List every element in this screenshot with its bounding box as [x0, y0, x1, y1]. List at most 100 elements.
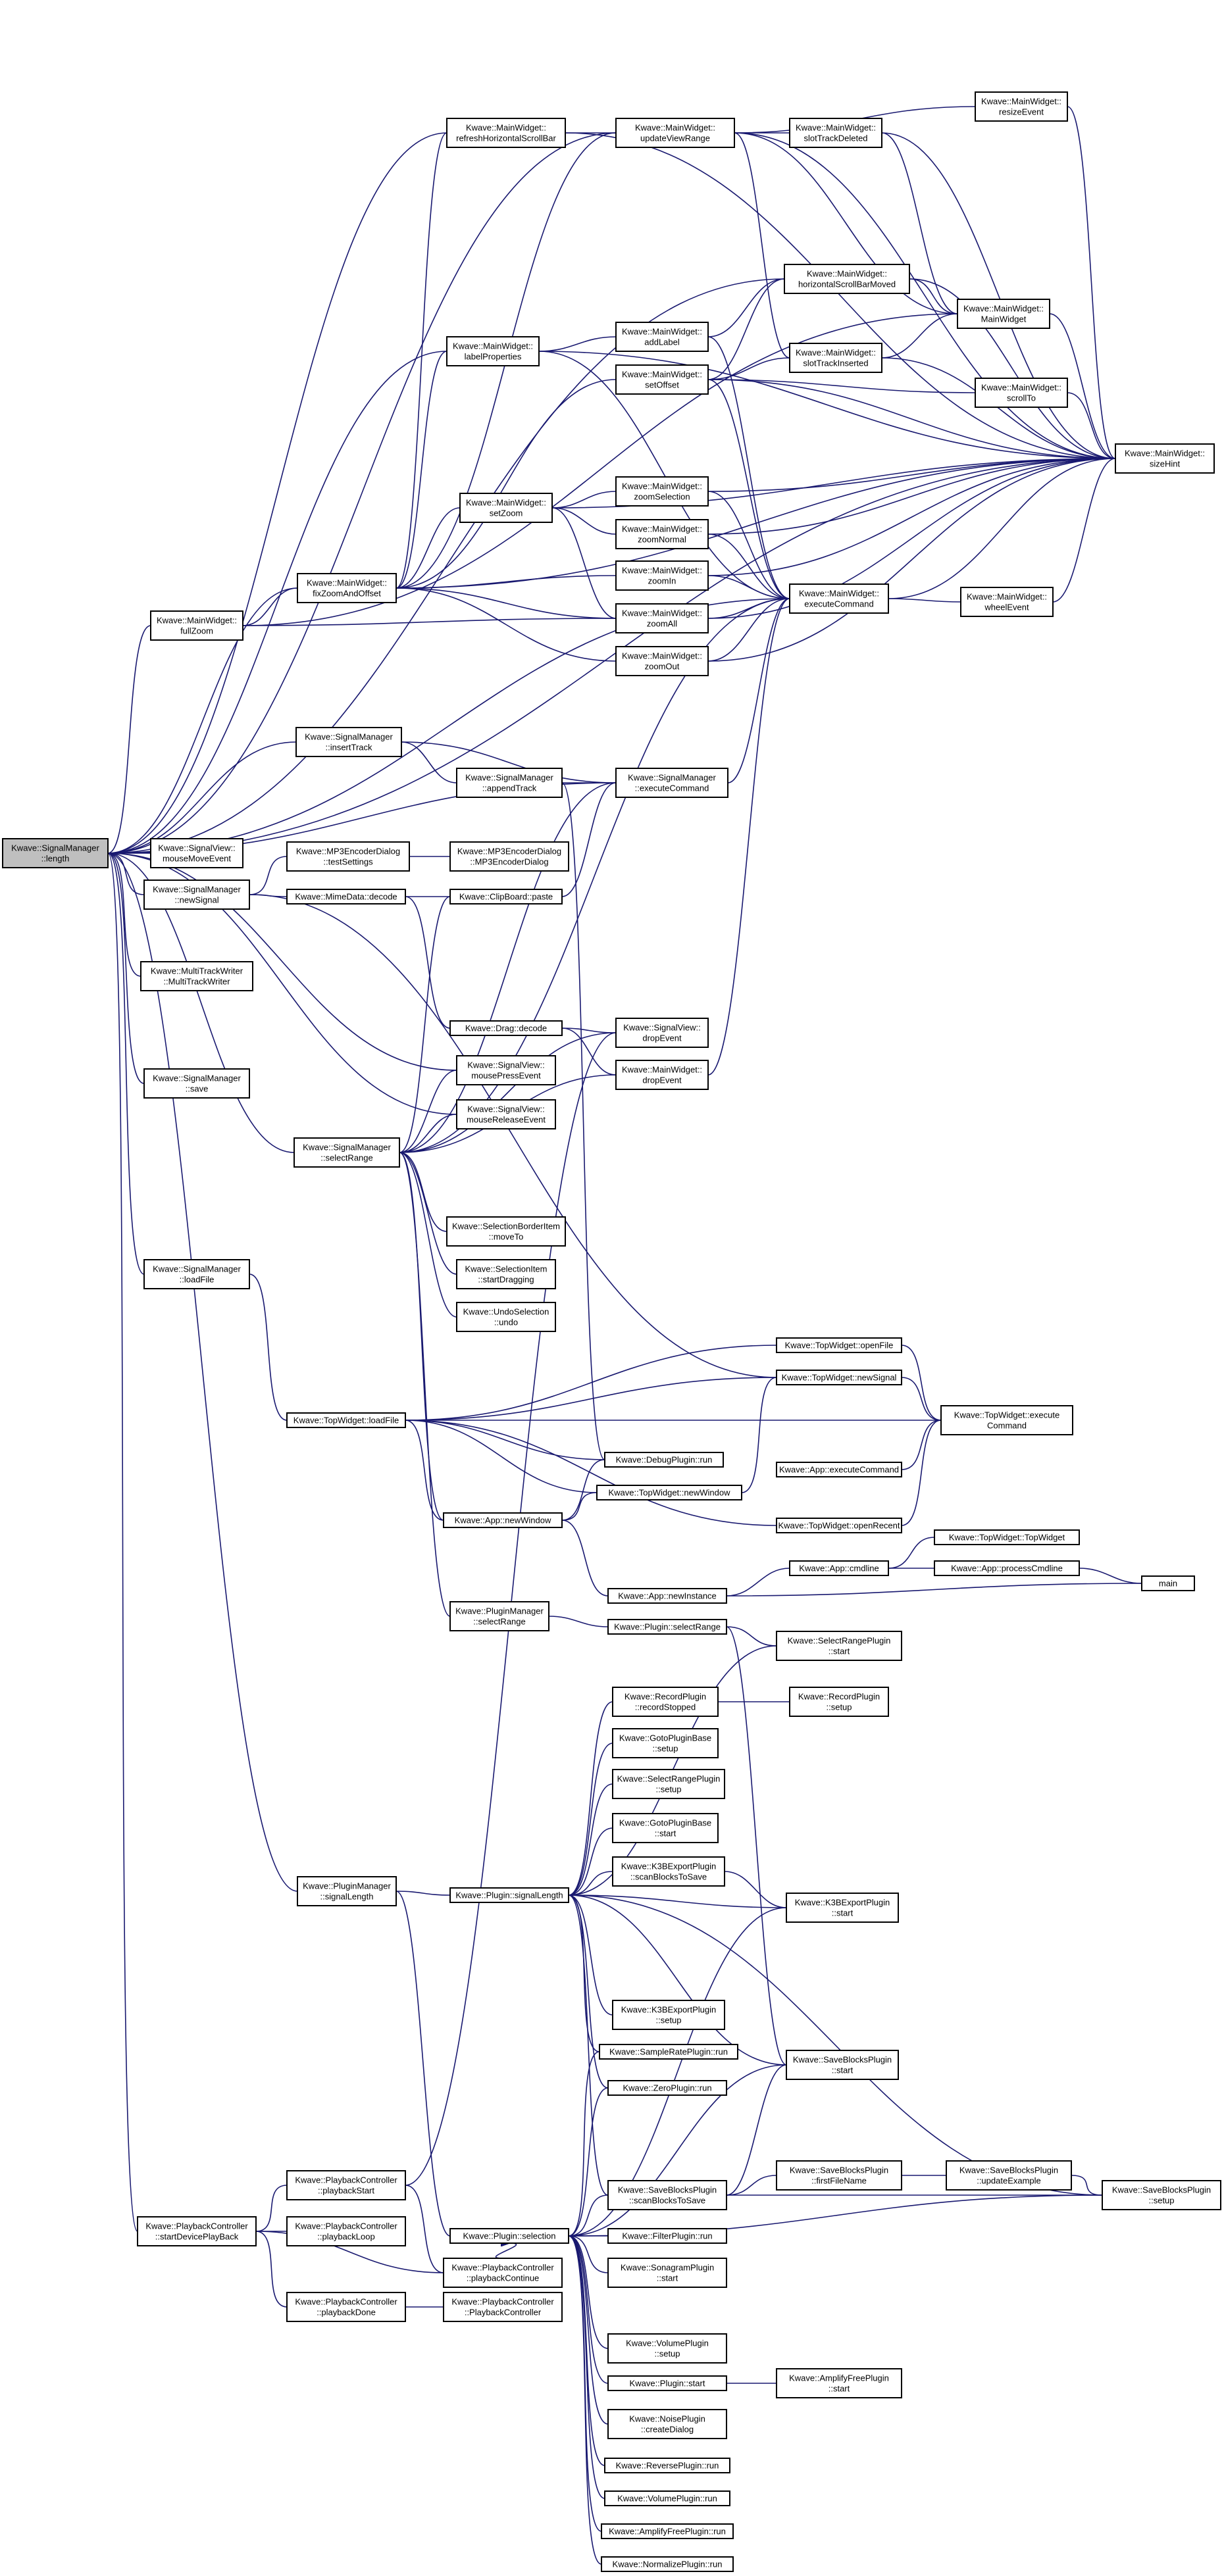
node-zoomIn[interactable]: Kwave::MainWidget::zoomIn [615, 560, 709, 591]
node-debugRun[interactable]: Kwave::DebugPlugin::run [604, 1452, 724, 1468]
node-pmSigLen[interactable]: Kwave::PluginManager::signalLength [297, 1876, 397, 1906]
node-smSave[interactable]: Kwave::SignalManager::save [143, 1068, 250, 1099]
node-recStopped[interactable]: Kwave::RecordPlugin::recordStopped [612, 1687, 719, 1717]
node-fixZoom[interactable]: Kwave::MainWidget::fixZoomAndOffset [297, 573, 397, 603]
node-slotTI[interactable]: Kwave::MainWidget::slotTrackInserted [789, 343, 882, 373]
node-addLabel[interactable]: Kwave::MainWidget::addLabel [615, 322, 709, 352]
node-revRun[interactable]: Kwave::ReversePlugin::run [604, 2458, 730, 2473]
node-mwDrop[interactable]: Kwave::MainWidget::dropEvent [615, 1060, 709, 1090]
node-twCtor[interactable]: Kwave::TopWidget::TopWidget [934, 1529, 1080, 1545]
node-plugSelRange[interactable]: Kwave::Plugin::selectRange [607, 1619, 727, 1635]
node-selectRange[interactable]: Kwave::SignalManager::selectRange [293, 1137, 400, 1168]
node-sbFirstFile[interactable]: Kwave::SaveBlocksPlugin::firstFileName [776, 2160, 902, 2191]
node-svMousePress[interactable]: Kwave::SignalView::mousePressEvent [456, 1055, 556, 1085]
node-zoomNormal[interactable]: Kwave::MainWidget::zoomNormal [615, 519, 709, 549]
edge-plugSelection-to-k3bStart [569, 1907, 787, 2236]
node-plugSelection[interactable]: Kwave::Plugin::selection [449, 2228, 569, 2244]
node-appNewWindow[interactable]: Kwave::App::newWindow [443, 1512, 563, 1528]
node-svMouseRelease[interactable]: Kwave::SignalView::mouseReleaseEvent [456, 1099, 556, 1129]
node-mp3Test[interactable]: Kwave::MP3EncoderDialog::testSettings [286, 841, 410, 872]
node-twExec[interactable]: Kwave::TopWidget::executeCommand [940, 1405, 1073, 1435]
node-twNewSignal[interactable]: Kwave::TopWidget::newSignal [776, 1370, 902, 1385]
node-selItemDrag[interactable]: Kwave::SelectionItem::startDragging [456, 1259, 556, 1289]
node-insertTrack[interactable]: Kwave::SignalManager::insertTrack [295, 727, 402, 757]
node-gotoSetup[interactable]: Kwave::GotoPluginBase::setup [612, 1728, 719, 1758]
node-slotTD[interactable]: Kwave::MainWidget::slotTrackDeleted [789, 118, 882, 148]
node-appProcCmd[interactable]: Kwave::App::processCmdline [934, 1560, 1080, 1576]
node-ampStart[interactable]: Kwave::AmplifyFreePlugin::start [776, 2368, 902, 2398]
node-zoomSel[interactable]: Kwave::MainWidget::zoomSelection [615, 476, 709, 507]
node-resizeEv[interactable]: Kwave::MainWidget::resizeEvent [975, 91, 1068, 122]
node-selRangeStart[interactable]: Kwave::SelectRangePlugin::start [776, 1631, 902, 1661]
node-pmSelRange[interactable]: Kwave::PluginManager::selectRange [449, 1601, 549, 1631]
node-sizeHint[interactable]: Kwave::MainWidget::sizeHint [1115, 443, 1215, 474]
node-smLoadFile[interactable]: Kwave::SignalManager::loadFile [143, 1259, 250, 1289]
node-filterRun[interactable]: Kwave::FilterPlugin::run [607, 2228, 727, 2244]
node-newSignal[interactable]: Kwave::SignalManager::newSignal [143, 879, 250, 910]
node-appendTrack[interactable]: Kwave::SignalManager::appendTrack [456, 768, 563, 798]
node-fullZoom[interactable]: Kwave::MainWidget::fullZoom [150, 610, 243, 641]
node-refreshH[interactable]: Kwave::MainWidget::refreshHorizontalScro… [446, 118, 566, 148]
node-sbSetup[interactable]: Kwave::SaveBlocksPlugin::setup [1102, 2180, 1221, 2210]
node-mainWidget[interactable]: Kwave::MainWidget::MainWidget [957, 299, 1050, 329]
node-svDrop[interactable]: Kwave::SignalView::dropEvent [615, 1018, 709, 1048]
node-ampRun[interactable]: Kwave::AmplifyFreePlugin::run [601, 2523, 734, 2539]
node-execCmdSM[interactable]: Kwave::SignalManager::executeCommand [615, 768, 728, 798]
node-setZoom[interactable]: Kwave::MainWidget::setZoom [459, 493, 553, 523]
node-selRangeSetup[interactable]: Kwave::SelectRangePlugin::setup [612, 1769, 725, 1799]
node-pcStartDev[interactable]: Kwave::PlaybackController::startDevicePl… [137, 2216, 257, 2246]
node-pcPlayStart[interactable]: Kwave::PlaybackController::playbackStart [286, 2170, 406, 2200]
node-sbStart[interactable]: Kwave::SaveBlocksPlugin::start [786, 2050, 899, 2080]
node-mimeDecode[interactable]: Kwave::MimeData::decode [286, 889, 406, 904]
node-k3bStart[interactable]: Kwave::K3BExportPlugin::start [786, 1893, 899, 1923]
node-mp3Ctor[interactable]: Kwave::MP3EncoderDialog::MP3EncoderDialo… [449, 841, 569, 872]
node-pcPlayCont[interactable]: Kwave::PlaybackController::playbackConti… [443, 2258, 563, 2288]
node-selBorderMove[interactable]: Kwave::SelectionBorderItem::moveTo [446, 1216, 566, 1247]
node-twLoadFile[interactable]: Kwave::TopWidget::loadFile [286, 1412, 406, 1428]
node-zoomAll[interactable]: Kwave::MainWidget::zoomAll [615, 603, 709, 633]
node-recSetup[interactable]: Kwave::RecordPlugin::setup [789, 1687, 889, 1717]
node-label: ::selectRange [320, 1153, 373, 1163]
node-pcPlayLoop[interactable]: Kwave::PlaybackController::playbackLoop [286, 2216, 406, 2246]
node-appCmdline[interactable]: Kwave::App::cmdline [789, 1560, 889, 1576]
node-appNewInst[interactable]: Kwave::App::newInstance [607, 1588, 727, 1604]
node-plugStart[interactable]: Kwave::Plugin::start [607, 2375, 727, 2391]
node-twOpenRecent[interactable]: Kwave::TopWidget::openRecent [776, 1518, 902, 1533]
node-sbUpdateEx[interactable]: Kwave::SaveBlocksPlugin::updateExample [946, 2160, 1072, 2191]
node-sonoStart[interactable]: Kwave::SonagramPlugin::start [607, 2258, 727, 2288]
node-pcCtor[interactable]: Kwave::PlaybackController::PlaybackContr… [443, 2292, 563, 2322]
node-volSetup[interactable]: Kwave::VolumePlugin::setup [607, 2333, 727, 2364]
node-setOffset[interactable]: Kwave::MainWidget::setOffset [615, 364, 709, 395]
node-label: Kwave::Drag::decode [465, 1024, 547, 1033]
node-appExec[interactable]: Kwave::App::executeCommand [776, 1462, 902, 1477]
node-main[interactable]: main [1141, 1575, 1195, 1591]
node-volRun[interactable]: Kwave::VolumePlugin::run [604, 2490, 730, 2506]
node-normRun[interactable]: Kwave::NormalizePlugin::run [601, 2556, 734, 2572]
node-box [607, 2375, 727, 2391]
node-srRun[interactable]: Kwave::SampleRatePlugin::run [599, 2044, 738, 2060]
node-twNewWindow[interactable]: Kwave::TopWidget::newWindow [596, 1485, 742, 1500]
node-updateVR[interactable]: Kwave::MainWidget::updateViewRange [615, 118, 735, 148]
node-labelProps[interactable]: Kwave::MainWidget::labelProperties [446, 336, 540, 366]
node-zoomOut[interactable]: Kwave::MainWidget::zoomOut [615, 646, 709, 676]
node-k3bScan[interactable]: Kwave::K3BExportPlugin::scanBlocksToSave [612, 1856, 725, 1887]
node-noiseDlg[interactable]: Kwave::NoisePlugin::createDialog [607, 2409, 727, 2439]
node-clipPaste[interactable]: Kwave::ClipBoard::paste [449, 889, 563, 904]
node-dragDecode[interactable]: Kwave::Drag::decode [449, 1020, 563, 1036]
node-mttCtor[interactable]: Kwave::MultiTrackWriter::MultiTrackWrite… [140, 961, 253, 991]
node-pcPlayDone[interactable]: Kwave::PlaybackController::playbackDone [286, 2292, 406, 2322]
node-plugSigLen[interactable]: Kwave::Plugin::signalLength [449, 1887, 569, 1903]
node-wheelEv[interactable]: Kwave::MainWidget::wheelEvent [960, 587, 1054, 617]
node-scrollTo[interactable]: Kwave::MainWidget::scrollTo [975, 378, 1068, 408]
node-twOpenFile[interactable]: Kwave::TopWidget::openFile [776, 1337, 902, 1353]
node-zeroRun[interactable]: Kwave::ZeroPlugin::run [607, 2080, 727, 2096]
node-execCmdMW[interactable]: Kwave::MainWidget::executeCommand [789, 583, 889, 614]
node-k3bSetup[interactable]: Kwave::K3BExportPlugin::setup [612, 2000, 725, 2030]
node-sbScan[interactable]: Kwave::SaveBlocksPlugin::scanBlocksToSav… [607, 2180, 727, 2210]
node-label: ::moveTo [489, 1232, 524, 1242]
node-gotoStart[interactable]: Kwave::GotoPluginBase::start [612, 1813, 719, 1843]
node-length[interactable]: Kwave::SignalManager::length [2, 838, 109, 868]
node-svMouseMove[interactable]: Kwave::SignalView::mouseMoveEvent [150, 838, 243, 868]
node-hsbMoved[interactable]: Kwave::MainWidget::horizontalScrollBarMo… [784, 264, 910, 294]
node-undoSel[interactable]: Kwave::UndoSelection::undo [456, 1302, 556, 1332]
